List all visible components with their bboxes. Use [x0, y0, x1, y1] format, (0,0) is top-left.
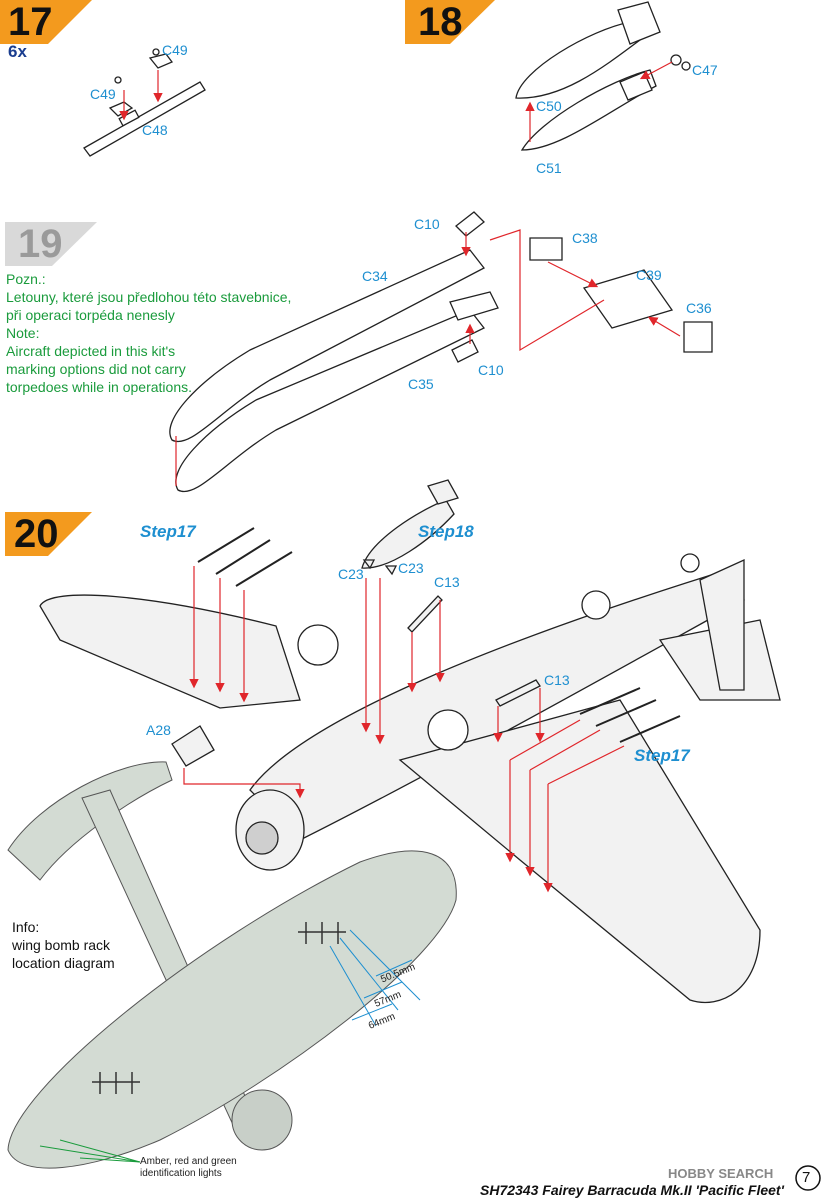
part-label-c49: C49 — [162, 42, 188, 58]
aircraft-main-drawing — [39, 479, 781, 1004]
step-number-20: 20 — [14, 512, 59, 556]
part-label-c10: C10 — [478, 362, 504, 378]
step-reference-17: Step17 — [634, 746, 690, 765]
part-label-c10: C10 — [414, 216, 440, 232]
info-text: Info: wing bomb rack location diagram — [12, 918, 115, 972]
part-label-c48: C48 — [142, 122, 168, 138]
note-english-line: Note: — [6, 325, 40, 341]
lights-note-line: identification lights — [140, 1168, 222, 1179]
bomb-rack-location-diagram — [7, 761, 457, 1169]
step-badge-20 — [5, 512, 92, 556]
torpedo-assembly — [169, 211, 713, 493]
info-line: wing bomb rack — [12, 937, 111, 953]
bomb-rack-assembly — [83, 48, 206, 157]
step-number-19: 19 — [18, 222, 63, 266]
note-english: Note: Aircraft depicted in this kit's ma… — [6, 324, 192, 396]
lights-leader-lines — [39, 1139, 141, 1163]
note-czech-line: Pozn.: — [6, 271, 46, 287]
note-czech-line: při operaci torpéda nenesly — [6, 307, 175, 323]
kit-title-footer: SH72343 Fairey Barracuda Mk.II 'Pacific … — [480, 1182, 784, 1198]
part-label-c51: C51 — [536, 160, 562, 176]
part-label-c34: C34 — [362, 268, 388, 284]
note-english-line: torpedoes while in operations. — [6, 379, 193, 395]
info-line: location diagram — [12, 955, 115, 971]
part-label-c47: C47 — [692, 62, 718, 78]
assembly-arrows-18 — [525, 61, 673, 142]
step-badge-17 — [0, 0, 92, 44]
part-label-c49: C49 — [90, 86, 116, 102]
part-label-c39: C39 — [636, 267, 662, 283]
watermark: HOBBY SEARCH — [668, 1166, 774, 1181]
part-label-c13: C13 — [434, 574, 460, 590]
step-badge-19 — [5, 222, 97, 266]
lights-note: Amber, red and green identification ligh… — [140, 1156, 237, 1180]
diagram-rack-marks — [92, 922, 346, 1094]
step-reference-18: Step18 — [418, 522, 474, 541]
assembly-arrows-17 — [119, 70, 163, 121]
lights-note-line: Amber, red and green — [140, 1156, 237, 1167]
page-number-circle — [795, 1165, 821, 1191]
step-badge-18 — [405, 0, 495, 44]
part-label-c50: C50 — [536, 98, 562, 114]
part-label-c23: C23 — [338, 566, 364, 582]
info-line: Info: — [12, 919, 40, 935]
dimension-lines — [329, 929, 421, 1027]
part-label-c36: C36 — [686, 300, 712, 316]
step-number-18: 18 — [418, 0, 463, 44]
bomb-assembly — [515, 1, 691, 151]
page-number: 7 — [802, 1169, 811, 1186]
part-label-a28: A28 — [146, 722, 171, 738]
part-label-c38: C38 — [572, 230, 598, 246]
note-english-line: marking options did not carry — [6, 361, 186, 377]
part-label-c35: C35 — [408, 376, 434, 392]
step-reference-17: Step17 — [140, 522, 196, 541]
note-czech-line: Letouny, které jsou předlohou této stave… — [6, 289, 292, 305]
assembly-arrows-20 — [183, 566, 625, 893]
assembly-arrows-19 — [175, 229, 681, 486]
note-english-line: Aircraft depicted in this kit's — [6, 343, 176, 359]
part-label-c13: C13 — [544, 672, 570, 688]
step-17-multiplier: 6x — [8, 42, 27, 61]
wing-bomb-racks — [197, 527, 681, 743]
part-label-c23: C23 — [398, 560, 424, 576]
step-number-17: 17 — [8, 0, 53, 44]
note-czech: Pozn.: Letouny, které jsou předlohou tét… — [6, 270, 291, 324]
